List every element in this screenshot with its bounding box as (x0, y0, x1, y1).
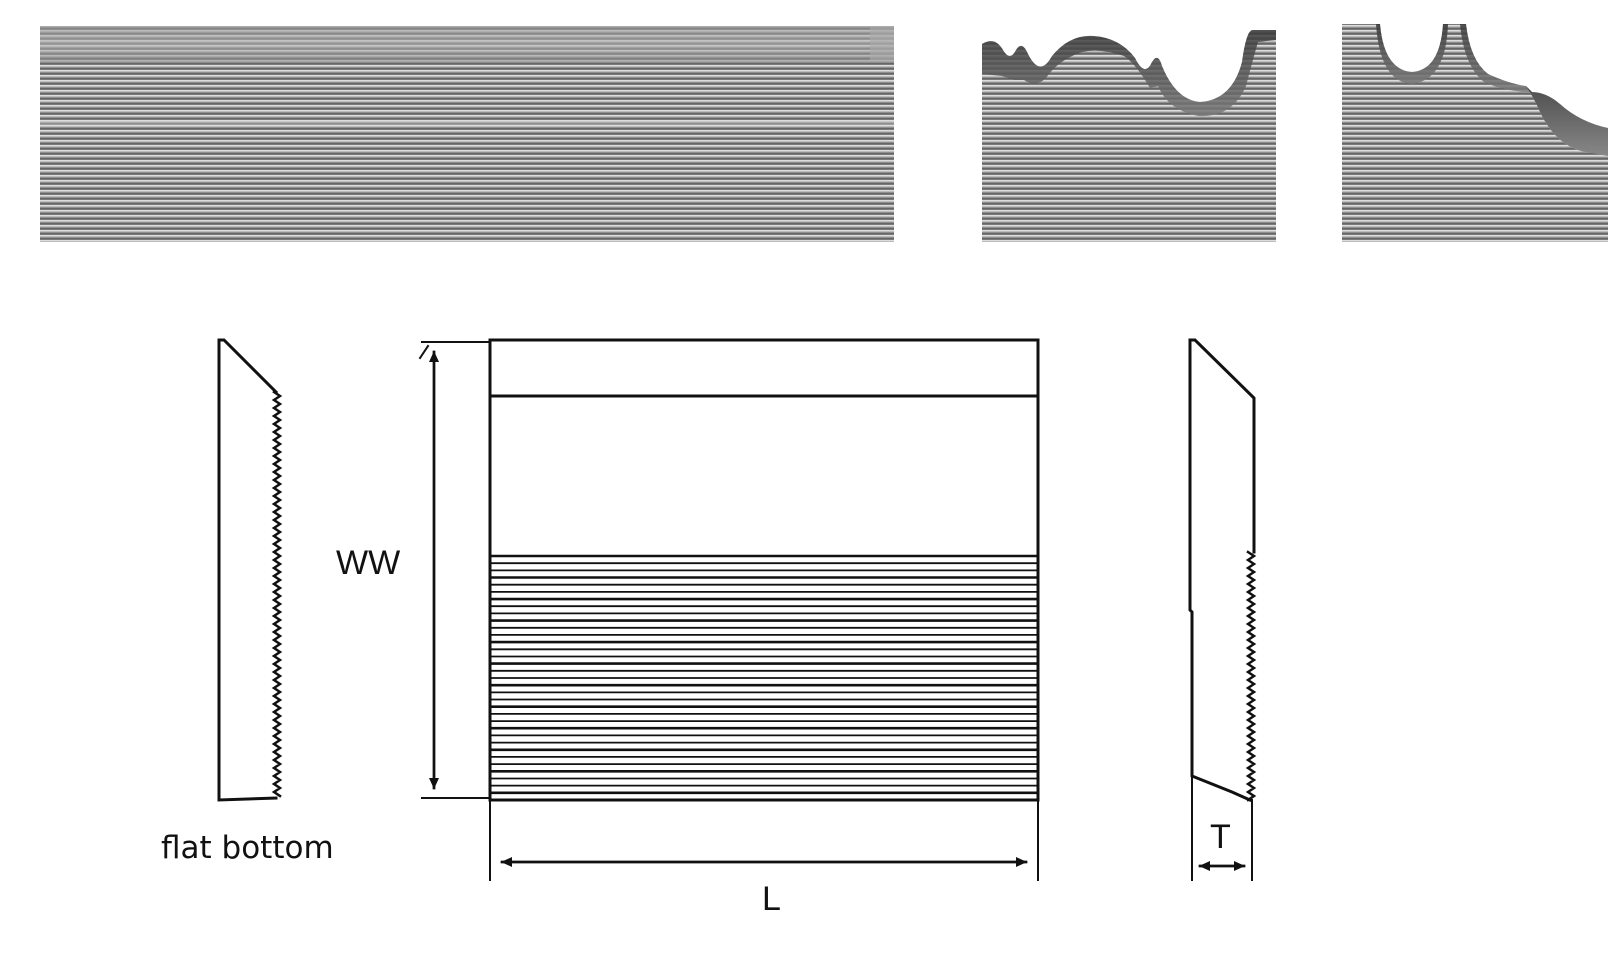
straight-knife-blank-photo (40, 26, 894, 242)
t-dimension: T (1191, 775, 1253, 881)
knife-blank-front-view (488, 338, 1040, 802)
flat-bottom-side-profile (217, 338, 283, 802)
ww-label: WW (336, 544, 400, 582)
wave-profile-knife-photo (982, 30, 1276, 242)
cove-profile-knife-photo (1342, 24, 1608, 242)
flat-bottom-caption: flat bottom (161, 830, 334, 866)
l-label: L (762, 880, 781, 918)
l-dimension: L (489, 799, 1039, 918)
ww-dimension: WW (336, 341, 491, 799)
t-label: T (1210, 818, 1231, 856)
serrated-side-profile (1188, 338, 1257, 802)
serration-grooves (490, 554, 1038, 801)
